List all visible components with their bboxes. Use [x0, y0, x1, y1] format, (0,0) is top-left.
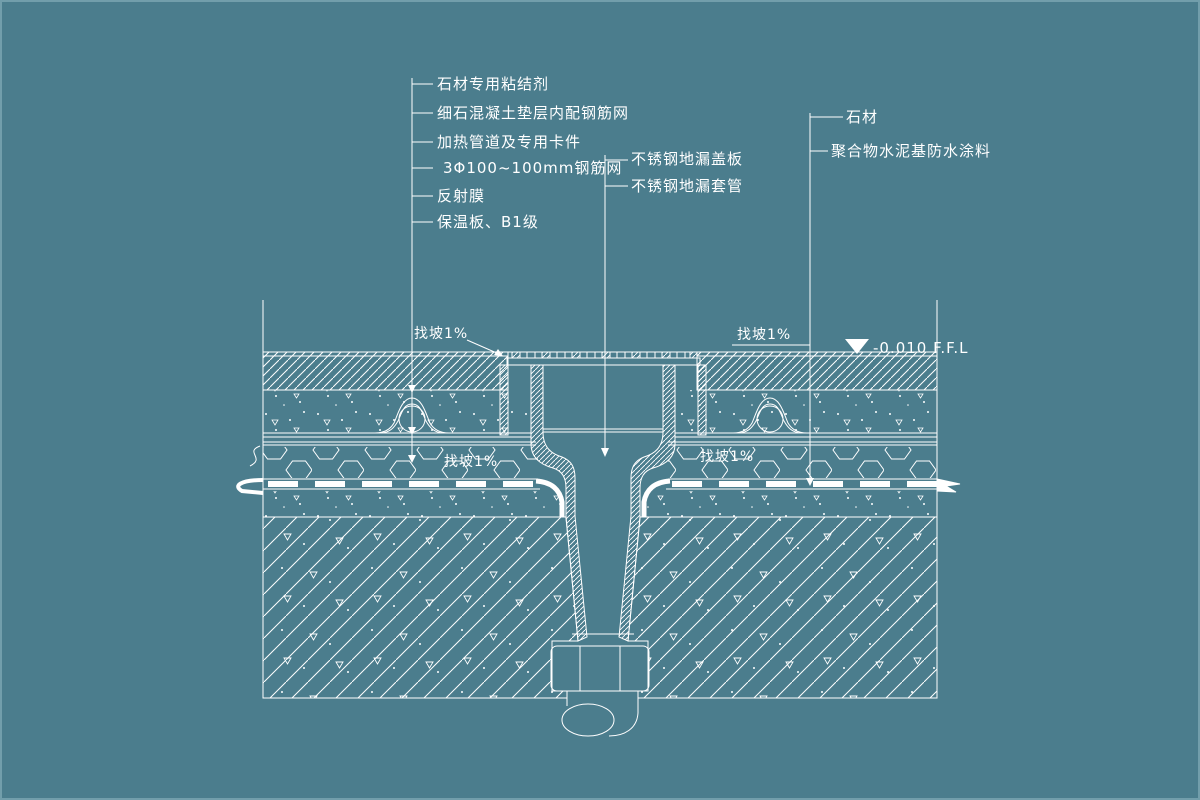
- drain-grate: [506, 351, 701, 366]
- section-boundaries: [262, 300, 938, 698]
- drain-flange-edges: [499, 364, 707, 436]
- leader-right: [806, 113, 843, 486]
- membrane-turn-right: [936, 478, 961, 493]
- label-rebar-mesh: 3Φ100~100mm钢筋网: [443, 159, 622, 177]
- membrane-curve-left: [535, 478, 565, 517]
- slope-label-mid-right: 找坡1%: [700, 449, 754, 465]
- membrane-curve-right: [641, 478, 671, 517]
- slope-label-top-left: 找坡1%: [414, 326, 468, 342]
- label-fine-concrete-mesh: 细石混凝土垫层内配钢筋网: [437, 104, 629, 122]
- level-value: -0.010 F.F.L: [873, 339, 968, 357]
- floor-drain: [499, 351, 707, 737]
- structural-slab: [262, 516, 938, 699]
- label-heating-pipe-clip: 加热管道及专用卡件: [437, 133, 581, 151]
- level-triangle-icon: [845, 339, 869, 354]
- slope-label-top-right: 找坡1%: [737, 327, 791, 343]
- label-reflective-film: 反射膜: [437, 187, 485, 205]
- label-drain-cover: 不锈钢地漏盖板: [631, 150, 743, 168]
- label-stone: 石材: [846, 108, 878, 126]
- slope-label-mid-left: 找坡1%: [444, 454, 498, 470]
- drain-nut: [550, 645, 650, 692]
- leader-center: [601, 155, 628, 457]
- membrane-turn-left: [236, 478, 264, 495]
- label-stone-adhesive: 石材专用粘结剂: [437, 75, 549, 93]
- level-marker: [845, 339, 869, 354]
- heating-pipe-2: [732, 397, 808, 434]
- leader-left: [408, 78, 433, 463]
- concrete-bedding-layer: [263, 390, 937, 434]
- label-insulation-board: 保温板、B1级: [437, 213, 539, 231]
- drain-pipe: [561, 691, 639, 737]
- break-mark: [249, 445, 261, 467]
- label-waterproof-coating: 聚合物水泥基防水涂料: [831, 142, 991, 160]
- insulation-layer: [249, 445, 937, 478]
- slope-annotations: [466, 339, 810, 356]
- label-drain-sleeve: 不锈钢地漏套管: [631, 177, 743, 195]
- leveling-layer: [263, 491, 937, 517]
- annotation-texts: 石材专用粘结剂 细石混凝土垫层内配钢筋网 加热管道及专用卡件 3Φ100~100…: [414, 75, 991, 470]
- waterproofing-layer: [236, 478, 961, 517]
- drain-body: [530, 364, 676, 642]
- reflective-membrane-layer: [263, 436, 937, 446]
